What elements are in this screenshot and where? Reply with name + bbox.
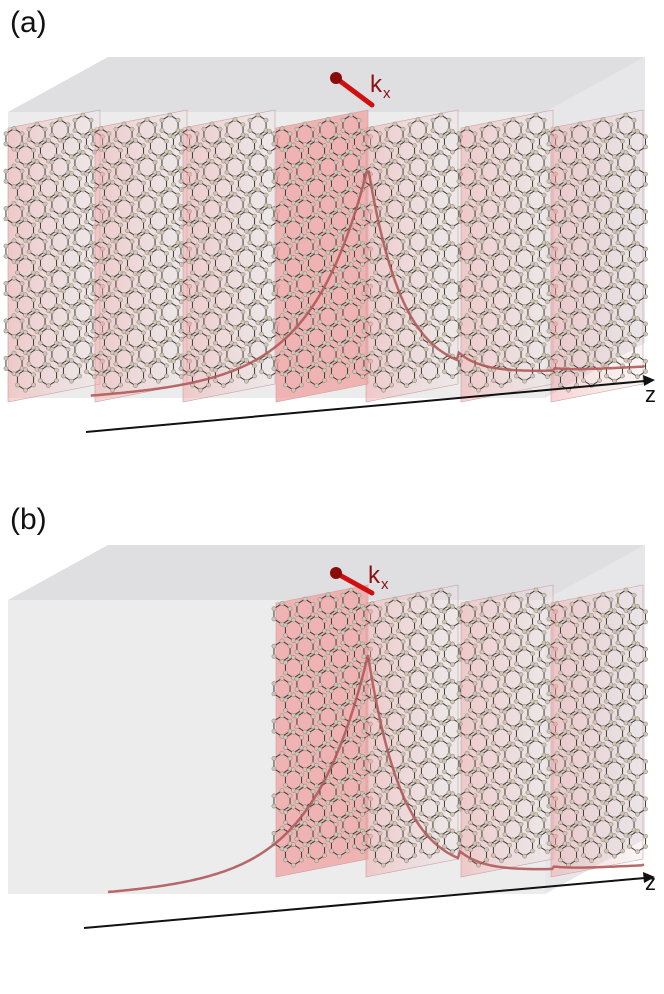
lattice-atoms <box>90 112 192 393</box>
mode-profile-curve <box>107 654 645 894</box>
panel-label-a: (a) <box>10 6 47 39</box>
graphene-sheet <box>90 109 192 403</box>
wavevector-subscript: x <box>383 85 391 102</box>
graphene-sheet <box>271 109 373 403</box>
mode-profile-curve <box>90 170 646 397</box>
graphene-sheet <box>546 584 648 878</box>
wavevector-arrow-head <box>330 72 342 84</box>
z-axis-line <box>85 380 646 433</box>
graphene-sheet <box>456 109 558 403</box>
graphene-sheet <box>3 109 105 403</box>
box-top-face <box>8 545 645 600</box>
lattice-atoms <box>361 587 463 868</box>
lattice-atoms <box>271 587 373 868</box>
wavevector-label: k <box>370 71 383 98</box>
wavevector-label: k <box>368 562 381 589</box>
lattice-atoms <box>361 112 463 393</box>
graphene-sheet <box>178 109 280 403</box>
z-axis-label: z <box>645 870 656 895</box>
z-axis-line <box>83 877 646 929</box>
graphene-sheet <box>546 109 648 403</box>
lattice-atoms <box>3 112 105 393</box>
wavevector-arrow <box>333 570 375 596</box>
graphene-sheet <box>361 584 463 878</box>
lattice-atoms <box>546 587 648 868</box>
graphene-sheet <box>361 109 463 403</box>
wavevector-arrow <box>333 75 375 108</box>
graphene-sheet <box>271 584 373 878</box>
wavevector-arrow-head <box>330 567 342 579</box>
panel-label-b: (b) <box>10 503 47 536</box>
z-axis-label: z <box>645 382 656 407</box>
z-axis-arrowhead <box>643 375 655 386</box>
lattice-atoms <box>546 112 648 393</box>
graphene-sheet <box>456 584 558 878</box>
wavevector-subscript: x <box>381 576 389 593</box>
box-top-face <box>8 57 645 112</box>
z-axis-arrowhead <box>643 872 655 883</box>
